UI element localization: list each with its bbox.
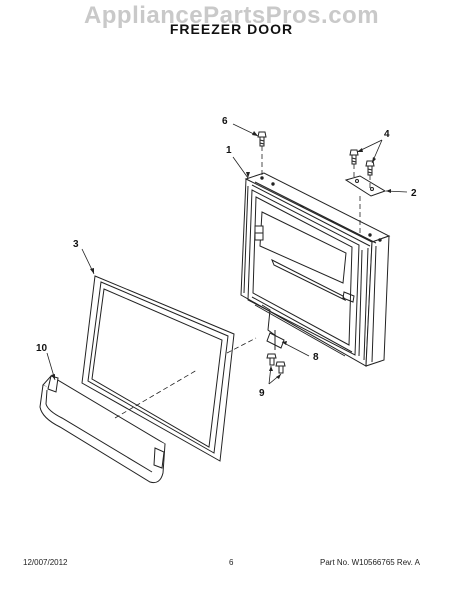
door-shelf-bin-part: [39, 375, 166, 484]
leader-arrowheads: [51, 131, 391, 380]
hinge-bracket-part: [261, 304, 285, 350]
callout-8: 8: [313, 352, 319, 363]
page-title: FREEZER DOOR: [169, 21, 294, 37]
callout-9: 9: [259, 388, 265, 399]
callout-3: 3: [73, 239, 79, 250]
footer-page-number: 6: [229, 558, 234, 567]
callout-6: 6: [222, 116, 228, 127]
callout-2: 2: [411, 188, 417, 199]
door-gasket-part: [81, 275, 235, 462]
watermark-text: AppliancePartsPros.com: [83, 2, 380, 29]
screw-part-4b: [365, 160, 375, 176]
assembly-lines: [114, 146, 371, 419]
footer-date: 12/007/2012: [23, 558, 68, 567]
screw-part-4a: [349, 149, 359, 165]
screw-part-9: [266, 353, 286, 374]
freezer-door-part: [240, 172, 391, 367]
callout-4: 4: [384, 129, 390, 140]
callout-10: 10: [36, 343, 48, 354]
callout-1: 1: [226, 145, 232, 156]
hinge-plate-part: [344, 175, 387, 197]
screw-part-6: [257, 131, 267, 147]
footer-part-number: Part No. W10566765 Rev. A: [320, 558, 420, 567]
